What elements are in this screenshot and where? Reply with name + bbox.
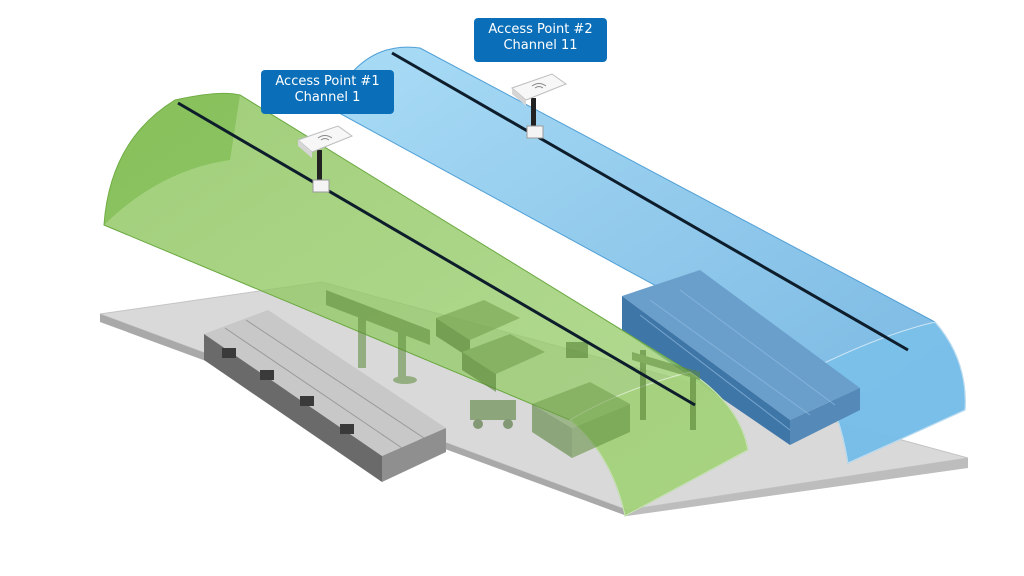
- shipping-container-icon: [436, 300, 630, 458]
- wifi-access-point-icon: [297, 125, 354, 193]
- grey-container-stack: [204, 310, 446, 482]
- ap1-cable: [177, 101, 696, 407]
- access-point-1-title: Access Point #1: [275, 74, 380, 89]
- ap2-cable: [391, 51, 909, 352]
- wifi-access-point-icon: [511, 73, 568, 139]
- forklift-icon: [470, 342, 588, 429]
- access-point-2-label: Access Point #2 Channel 11: [474, 18, 607, 62]
- access-point-2-channel: Channel 11: [503, 38, 578, 53]
- access-point-1-label: Access Point #1 Channel 1: [261, 70, 394, 114]
- gantry-crane-icon: [326, 290, 430, 384]
- gantry-crane-icon: [632, 350, 700, 430]
- access-point-2-title: Access Point #2: [488, 22, 593, 37]
- access-point-1-channel: Channel 1: [294, 90, 361, 105]
- blue-container-stack: [622, 270, 860, 445]
